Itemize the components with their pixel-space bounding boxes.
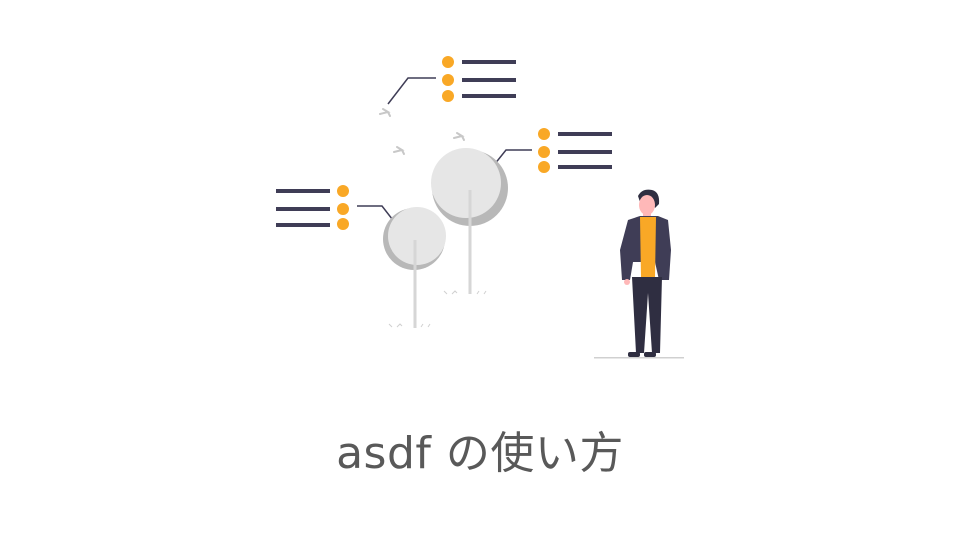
illustration: [276, 56, 684, 359]
left-list-callout-icon: [276, 185, 404, 234]
ground-line: [594, 357, 684, 359]
tree-large-icon: [431, 148, 508, 295]
bird-icon: [379, 108, 465, 155]
person-icon: [620, 189, 671, 357]
slide-title: asdf の使い方: [336, 428, 624, 479]
right-list-callout-icon: [485, 128, 612, 176]
top-list-callout-icon: [387, 56, 516, 105]
tree-small-icon: [383, 207, 446, 328]
